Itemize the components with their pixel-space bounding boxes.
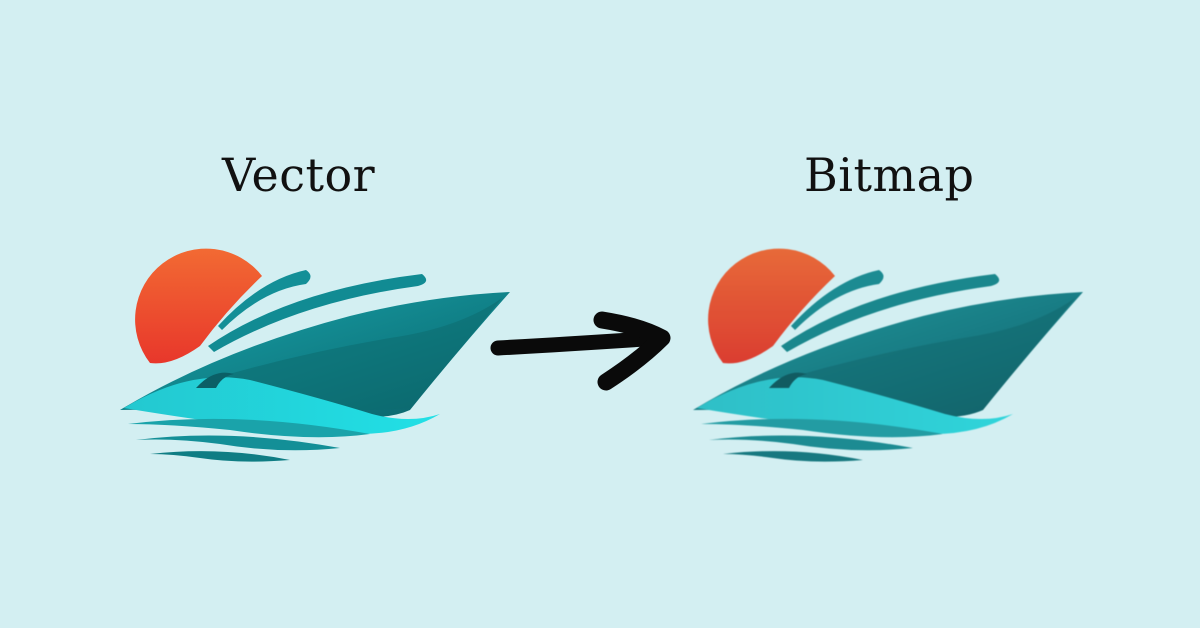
wave-line-2	[709, 435, 913, 451]
stripe-2	[781, 274, 1000, 352]
bitmap-heading: Bitmap	[804, 148, 975, 202]
sun-shape	[708, 248, 835, 364]
wave-line-3	[150, 451, 290, 462]
yacht-sun-logo-icon	[120, 248, 510, 462]
stripe-1	[791, 270, 884, 330]
wave-line-1	[128, 418, 370, 438]
wave-line-2	[136, 435, 340, 451]
wave-line-3	[723, 451, 863, 462]
vector-heading: Vector	[222, 148, 376, 202]
wave-line-1	[701, 418, 943, 438]
wave-curl	[196, 372, 234, 388]
stripe-2	[208, 274, 427, 352]
yacht-sun-logo-icon	[693, 248, 1083, 462]
stripe-1	[218, 270, 311, 330]
wave-curl	[769, 372, 807, 388]
arrow-right-icon	[490, 311, 671, 391]
sun-shape	[135, 248, 262, 364]
